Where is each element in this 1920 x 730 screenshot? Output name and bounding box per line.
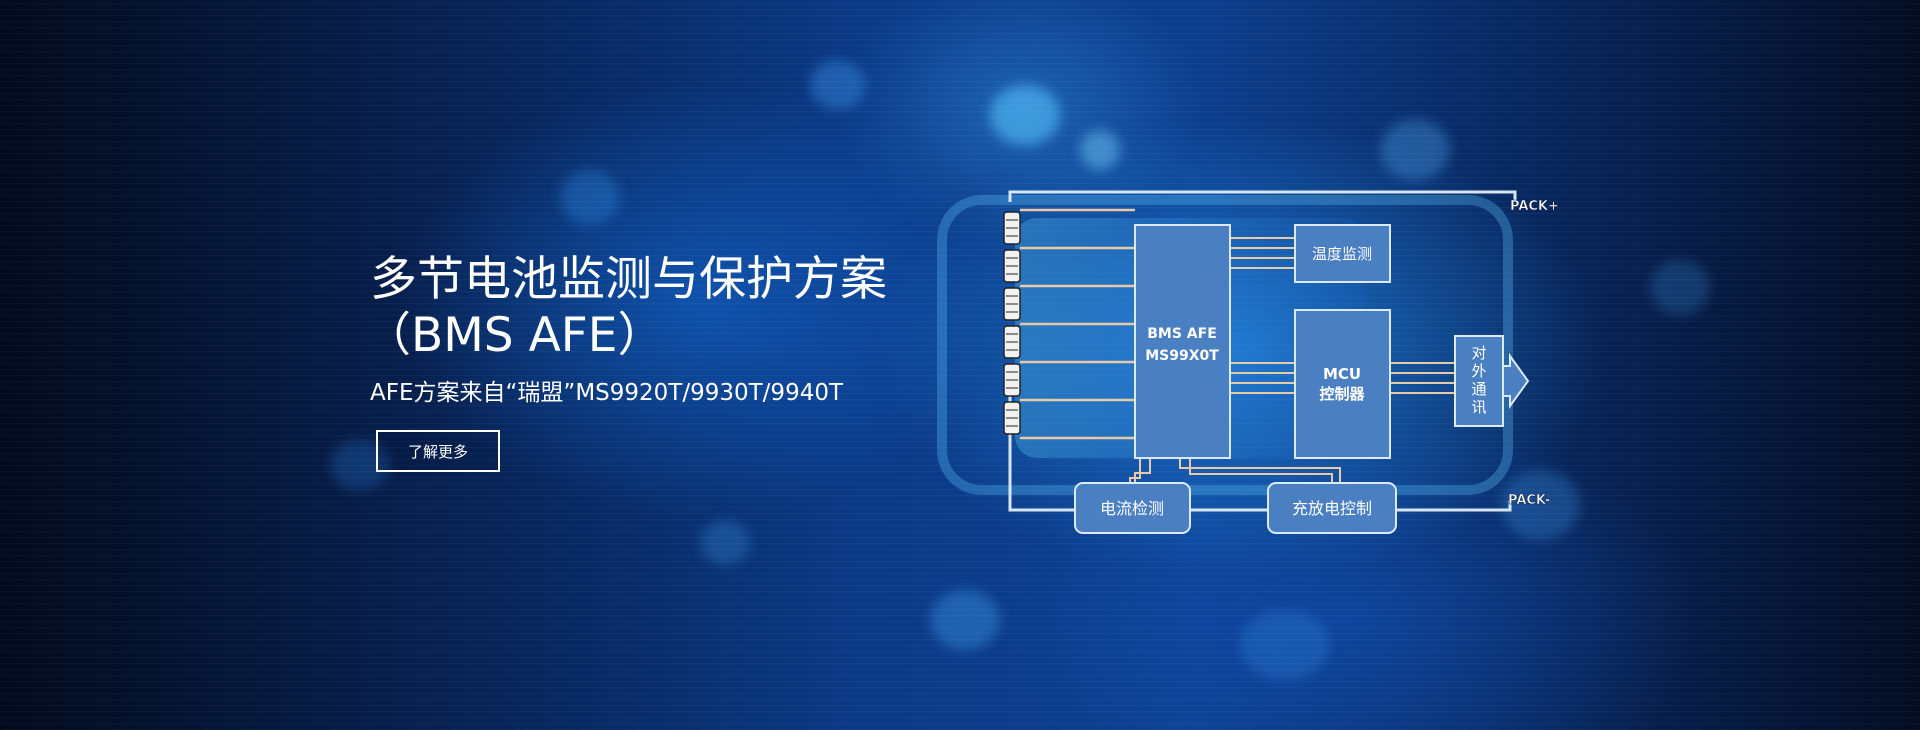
pack-plus-line (1008, 190, 1517, 202)
mcu-comm-wires (1390, 362, 1455, 394)
arrow-right-icon (1502, 352, 1530, 410)
afe-block (1134, 224, 1231, 459)
afe-label-line1: BMS AFE (1147, 326, 1217, 342)
bokeh-light (1650, 260, 1710, 315)
afe-mcu-wires (1230, 362, 1295, 394)
temp-monitor-block (1294, 224, 1391, 283)
bokeh-light (990, 85, 1060, 145)
hero-title-line2: （BMS AFE） (364, 308, 665, 363)
bokeh-light (1240, 610, 1330, 680)
bokeh-light (700, 520, 750, 565)
current-detect-block (1074, 482, 1191, 534)
diagram-glow-frame (937, 195, 1513, 495)
charge-control-block (1267, 482, 1397, 534)
charge-control-label: 充放电控制 (1292, 499, 1372, 518)
cell-wires (1020, 208, 1135, 440)
comm-char: 外 (1471, 362, 1486, 380)
battery-cell-stack (1003, 211, 1021, 435)
bokeh-light (810, 60, 865, 110)
hero-text: 多节电池监测与保护方案 （BMS AFE） AFE方案来自“瑞盟”MS9920T… (364, 252, 887, 472)
learn-more-button[interactable]: 了解更多 (376, 430, 500, 472)
comm-char: 通 (1471, 380, 1486, 398)
afe-label-line2: MS99X0T (1145, 348, 1219, 364)
hero-title: 多节电池监测与保护方案 （BMS AFE） (364, 252, 887, 364)
temp-monitor-label: 温度监测 (1312, 245, 1372, 263)
bokeh-light (560, 170, 620, 225)
hero-subtitle: AFE方案来自“瑞盟”MS9920T/9930T/9940T (370, 380, 844, 406)
mcu-label-line1: MCU (1323, 365, 1361, 383)
bms-block-diagram: PACK+ PACK- (937, 190, 1559, 534)
bokeh-light (1080, 130, 1120, 170)
pack-minus-line (1008, 368, 1512, 512)
hero-title-line1: 多节电池监测与保护方案 (370, 252, 887, 307)
mcu-label-line2: 控制器 (1319, 385, 1365, 403)
pack-minus-label: PACK- (1508, 493, 1550, 508)
current-detect-label: 电流检测 (1100, 499, 1164, 518)
comm-char: 讯 (1471, 398, 1486, 416)
pack-plus-label: PACK+ (1510, 199, 1559, 214)
mcu-block (1294, 309, 1391, 459)
afe-temp-wires (1230, 237, 1295, 269)
comm-char: 对 (1471, 344, 1486, 362)
comm-block (1454, 335, 1504, 427)
bokeh-light (1380, 120, 1450, 180)
bokeh-light (930, 590, 1000, 650)
